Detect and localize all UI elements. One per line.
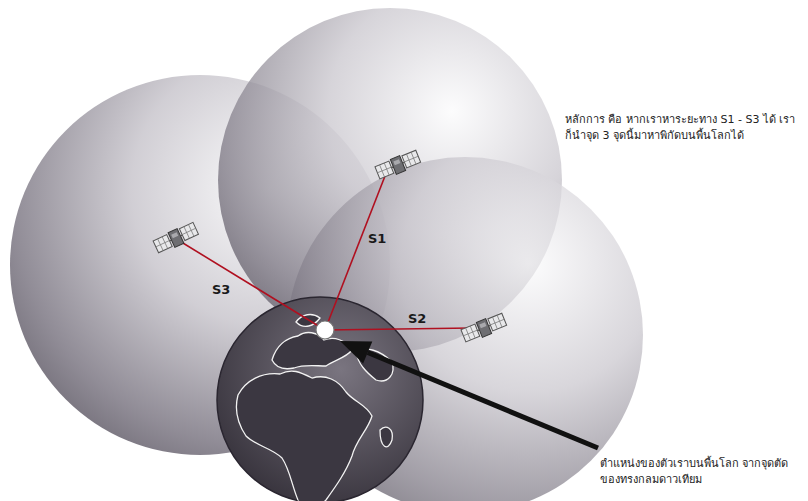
- pointer-arrowhead: [340, 341, 372, 364]
- distance-line: [325, 328, 472, 330]
- satellite-icon: [461, 312, 508, 343]
- user-position: [316, 321, 334, 339]
- distance-label: S1: [368, 232, 392, 246]
- satellite-icon: [153, 221, 200, 254]
- distance-label: S2: [408, 312, 432, 326]
- distance-label: S3: [212, 283, 236, 297]
- callout-text: ตำแหน่งของตัวเราบนพื้นโลก จากจุดตัดของทร…: [600, 456, 800, 488]
- distance-lines: [178, 176, 472, 330]
- satellite-icon: [375, 149, 422, 180]
- note-text: หลักการ คือ หากเราหาระยะทาง S1 - S3 ได้ …: [565, 112, 801, 144]
- earth-globe: [217, 297, 423, 501]
- distance-line: [325, 176, 385, 330]
- pointer-arrow: [368, 353, 598, 449]
- distance-line: [178, 240, 325, 330]
